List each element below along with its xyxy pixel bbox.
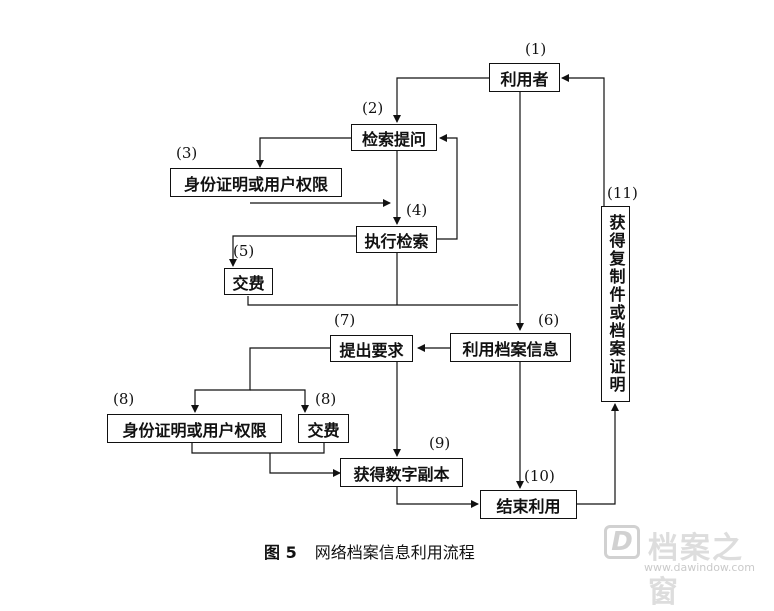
node-end-use: 结束利用 (480, 490, 577, 519)
step-label-11: (11) (607, 184, 638, 202)
edge-merge-to-copy (191, 441, 325, 454)
step-label-2: (2) (362, 99, 384, 117)
figure-number: 图 5 (264, 543, 297, 562)
node-submit-request: 提出要求 (330, 335, 413, 362)
watermark: D 档案之窗 www.dawindow.com (604, 523, 768, 610)
flow-connectors (191, 74, 619, 508)
step-label-8b: (8) (315, 390, 337, 408)
step-label-4: (4) (406, 201, 428, 219)
node-get-copy-or-proof: 获得复制件或档案证明 (601, 206, 630, 402)
watermark-url: www.dawindow.com (644, 561, 755, 574)
edge-copyproof-to-user (561, 74, 605, 206)
edge-user-to-retrieval (393, 77, 489, 123)
node-retrieval-request: 检索提问 (351, 124, 437, 151)
step-label-6: (6) (538, 311, 560, 329)
edge-fee-to-archive (247, 296, 518, 306)
watermark-logo-icon: D (604, 525, 640, 559)
step-label-1: (1) (525, 40, 547, 58)
edge-execute-to-fee (229, 235, 356, 267)
node-digital-copy: 获得数字副本 (340, 458, 463, 487)
node-execute-retrieval: 执行检索 (356, 226, 437, 253)
step-label-9: (9) (429, 434, 451, 452)
step-label-7: (7) (334, 311, 356, 329)
node-identity-permission-1: 身份证明或用户权限 (170, 168, 342, 197)
node-archive-info: 利用档案信息 (450, 333, 571, 362)
edge-submit-to-fee2 (250, 389, 309, 413)
edge-execute-loop (437, 134, 458, 240)
edge-end-to-copyproof (577, 403, 619, 505)
step-label-5: (5) (233, 242, 255, 260)
figure-caption: 图 5 网络档案信息利用流程 (264, 539, 475, 563)
step-label-10: (10) (524, 467, 555, 485)
figure-title: 网络档案信息利用流程 (314, 543, 475, 562)
node-fee-2: 交费 (298, 414, 349, 443)
edge-retrieval-to-identity (256, 137, 352, 168)
node-user: 利用者 (489, 63, 560, 92)
step-label-3: (3) (176, 144, 198, 162)
edge-merge-arrow (269, 453, 341, 477)
node-identity-permission-2: 身份证明或用户权限 (107, 414, 282, 443)
step-label-8a: (8) (113, 390, 135, 408)
node-fee-1: 交费 (224, 268, 273, 295)
edge-copy-to-end (396, 486, 479, 508)
edge-submit-branch (191, 347, 330, 413)
